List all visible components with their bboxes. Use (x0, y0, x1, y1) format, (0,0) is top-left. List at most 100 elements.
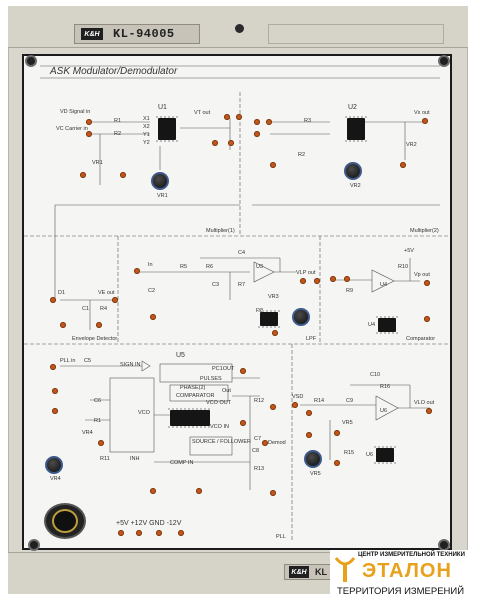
jack-env-in[interactable] (50, 297, 56, 303)
model-number: KL-94005 (113, 27, 175, 41)
knob-vr3[interactable] (292, 308, 310, 326)
label-x1: X1 (143, 116, 150, 122)
knob-vr4[interactable] (45, 456, 63, 474)
jack-test[interactable] (120, 172, 126, 178)
label-u4: U4 (380, 282, 388, 288)
label-r16: R16 (380, 384, 391, 390)
jack-vlp-out-2[interactable] (314, 278, 320, 284)
label-pc1-out: PC1OUT (212, 366, 235, 372)
jack-vlo-out[interactable] (426, 408, 432, 414)
knob-vr1[interactable] (151, 172, 169, 190)
jack-test[interactable] (96, 322, 102, 328)
label-c9: C9 (346, 398, 354, 404)
jack-lpf-in[interactable] (134, 268, 140, 274)
label-sign-in: SIGN IN (120, 362, 141, 368)
label-r2b: R2 (298, 152, 306, 158)
jack-vsd[interactable] (292, 402, 298, 408)
knob-vr2[interactable] (344, 162, 362, 180)
label-source-follower: SOURCE / FOLLOWER (192, 439, 251, 445)
label-c3: C3 (212, 282, 220, 288)
jack-test[interactable] (52, 388, 58, 394)
jack-vt-out[interactable] (224, 114, 230, 120)
label-vc-carrier: VC Carrier in (56, 126, 88, 132)
jack-ve-out[interactable] (112, 297, 118, 303)
label-vco-out: VCO OUT (206, 400, 232, 406)
label-phase2: PHASE(2) (180, 385, 206, 391)
jack-test[interactable] (306, 432, 312, 438)
jack-gnd[interactable] (156, 530, 162, 536)
jack-test[interactable] (272, 330, 278, 336)
label-pll: PLL (276, 534, 286, 540)
watermark-tagline: ТЕРРИТОРИЯ ИЗМЕРЕНИЙ (337, 586, 465, 597)
label-c8: C8 (252, 448, 260, 454)
jack-test[interactable] (98, 440, 104, 446)
jack-test[interactable] (270, 404, 276, 410)
label-demod: Demod (268, 440, 286, 446)
jack-in[interactable] (266, 119, 272, 125)
label-pll-in: PLL in (60, 358, 76, 364)
jack-vp-out[interactable] (424, 280, 430, 286)
label-vlo-out: VLO out (414, 400, 435, 406)
jack-in[interactable] (254, 131, 260, 137)
jack-test[interactable] (240, 368, 246, 374)
jack-pll-in[interactable] (50, 364, 56, 370)
label-vr4-knob: VR4 (50, 476, 61, 482)
jack-test[interactable] (228, 140, 234, 146)
jack-vc-carrier[interactable] (86, 131, 92, 137)
label-c1: C1 (82, 306, 90, 312)
jack-test[interactable] (150, 314, 156, 320)
jack-test[interactable] (334, 460, 340, 466)
ic-u1 (156, 116, 178, 142)
jack-test[interactable] (270, 490, 276, 496)
jack-test[interactable] (60, 322, 66, 328)
label-vco-in: VCO IN (210, 424, 229, 430)
jack-test[interactable] (270, 162, 276, 168)
jack-test[interactable] (80, 172, 86, 178)
label-y2: Y2 (143, 140, 150, 146)
jack-vlp-out[interactable] (300, 278, 306, 284)
jack-test[interactable] (400, 162, 406, 168)
knob-vr5[interactable] (304, 450, 322, 468)
label-r5: R5 (180, 264, 188, 270)
label-lpf: LPF (306, 336, 317, 342)
jack-plus5v[interactable] (118, 530, 124, 536)
label-u5: U5 (176, 352, 185, 359)
label-envelope-detector: Envelope Detector (72, 336, 118, 342)
jack-test[interactable] (424, 316, 430, 322)
jack-vd-signal[interactable] (86, 119, 92, 125)
jack-test[interactable] (306, 410, 312, 416)
jack-comp-in-2[interactable] (344, 276, 350, 282)
bottom-model-plate: K&H KL (284, 564, 344, 580)
label-comparator: Comparator (406, 336, 436, 342)
panel-screw (438, 55, 450, 67)
jack-demod[interactable] (262, 440, 268, 446)
jack-test[interactable] (52, 408, 58, 414)
label-vp-out: Vp out (414, 272, 430, 278)
label-plus5v: +5V (404, 248, 414, 254)
ic-u6 (374, 446, 396, 464)
label-c7: C7 (254, 436, 262, 442)
label-vr5: VR5 (342, 420, 353, 426)
label-r11-pll: R1 (94, 418, 102, 424)
jack-test[interactable] (196, 488, 202, 494)
model-plate: K&H KL-94005 (74, 24, 200, 44)
jack-test[interactable] (212, 140, 218, 146)
watermark-top-text: ЦЕНТР ИЗМЕРИТЕЛЬНОЙ ТЕХНИКИ (358, 552, 465, 558)
jack-test[interactable] (150, 488, 156, 494)
jack-comp-in[interactable] (330, 276, 336, 282)
jack-test[interactable] (334, 430, 340, 436)
ic-u4 (376, 316, 398, 334)
jack-minus12v[interactable] (178, 530, 184, 536)
label-r6: R6 (206, 264, 214, 270)
label-r13: R13 (254, 466, 265, 472)
jack-vx-out[interactable] (422, 118, 428, 124)
label-r9: R9 (346, 288, 354, 294)
label-vr1-knob: VR1 (157, 193, 168, 199)
label-r12: R12 (254, 398, 265, 404)
panel-screw (28, 539, 40, 551)
label-vx-out: Vx out (414, 110, 430, 116)
jack-vt-out-2[interactable] (236, 114, 242, 120)
jack-plus12v[interactable] (136, 530, 142, 536)
jack-in[interactable] (254, 119, 260, 125)
jack-test[interactable] (240, 420, 246, 426)
